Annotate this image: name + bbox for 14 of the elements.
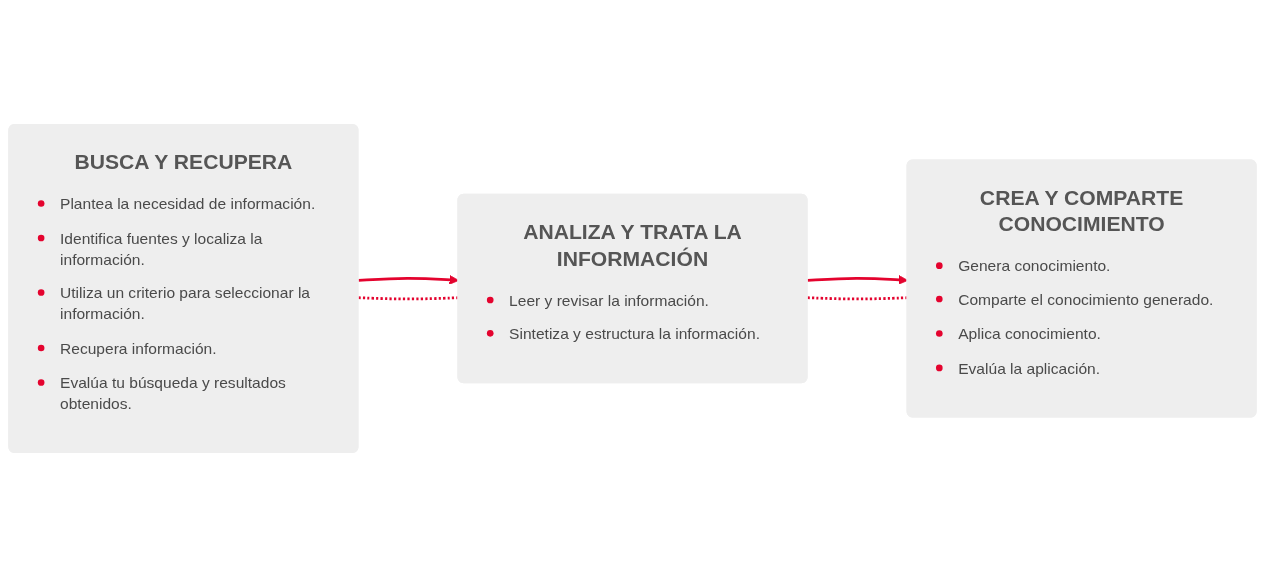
list-item-text: Evalúa la aplicación. [958, 359, 1101, 378]
list-item-text: Identifica fuentes y localiza la información. [60, 228, 263, 268]
panel-heading: CREA Y COMPARTE CONOCIMIENTO [978, 184, 1185, 238]
list-item-text: Comparte el conocimiento generado. [958, 290, 1214, 309]
list-item-text: Utiliza un criterio para seleccionar la información. [60, 284, 310, 323]
list-item-text: Evalúa tu búsqueda y resultados obtenidos. [60, 373, 286, 413]
list-item-text: Plantea la necesidad de información. [60, 194, 316, 213]
list-item-text: Recupera información. [60, 339, 217, 358]
list-item-text: Leer y revisar la información. [509, 290, 709, 309]
panel-heading: BUSCA Y RECUPERA [73, 149, 294, 176]
list-item-text: Aplica conocimiento. [958, 324, 1101, 343]
list-item-text: Genera conocimiento. [958, 256, 1111, 274]
list-item-text: Sintetiza y estructura la información. [509, 324, 760, 343]
panel-heading: ANALIZA Y TRATA LA INFORMACIÓN [522, 219, 743, 272]
